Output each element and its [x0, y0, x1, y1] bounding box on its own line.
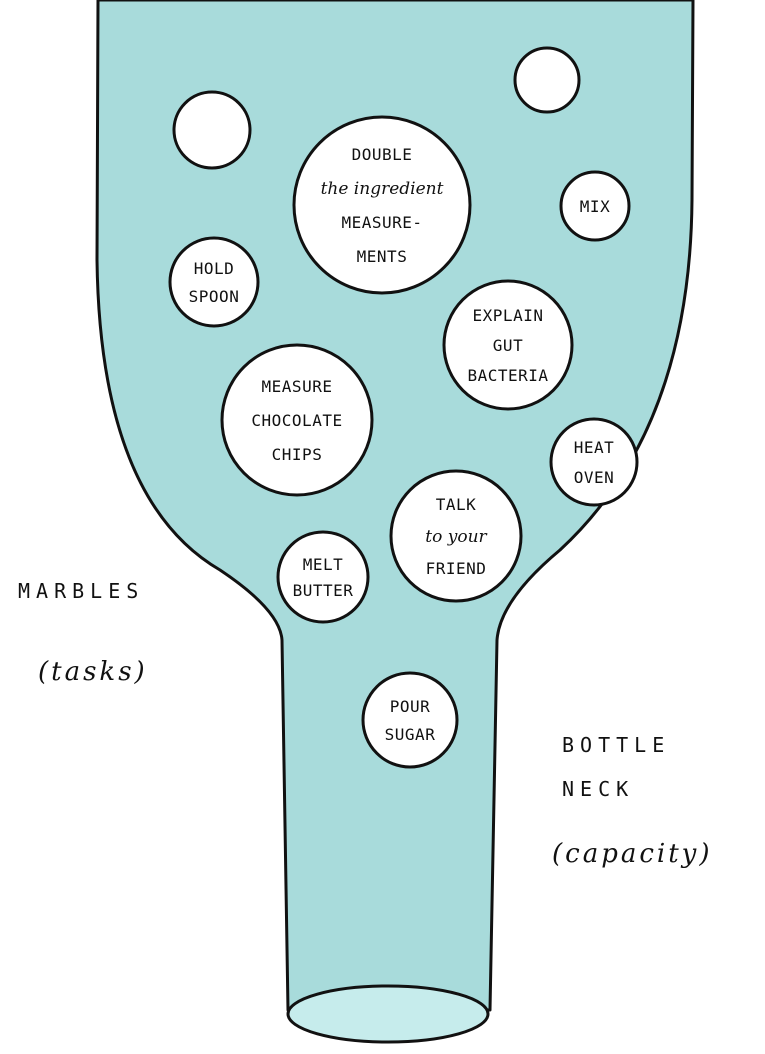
marble-circle	[292, 115, 472, 295]
marble-label-line: MEASURE	[262, 377, 333, 396]
marbles-subtitle-label: (tasks)	[38, 657, 148, 687]
marble-measure-chocolate-chips: MEASURE CHOCOLATE CHIPS	[220, 343, 374, 497]
marble-pour-sugar: POUR SUGAR	[361, 671, 459, 769]
marble-circle	[559, 170, 631, 242]
marble-hold-spoon: HOLD SPOON	[168, 236, 260, 328]
bottleneck-subtitle-label: (capacity)	[552, 839, 713, 869]
marble-label-line: SPOON	[189, 287, 240, 306]
marble-label-line: MENTS	[357, 247, 408, 266]
marble-label-line: TALK	[436, 495, 477, 514]
marble-circle	[220, 343, 374, 497]
marble-label-line: CHIPS	[272, 445, 323, 464]
marble-heat-oven: HEAT OVEN	[549, 417, 639, 507]
marble-label-line: the ingredient	[321, 179, 444, 199]
marble-label-line: GUT	[493, 336, 523, 355]
marble-label-line: POUR	[390, 697, 431, 716]
marble-label-line: BACTERIA	[467, 366, 548, 385]
marble-label-line: BUTTER	[293, 581, 354, 600]
marble-label-line: HEAT	[574, 438, 615, 457]
marble-label-line: MEASURE-	[341, 213, 422, 232]
marble-melt-butter: MELT BUTTER	[276, 530, 370, 624]
marble-empty-1	[172, 90, 252, 170]
marble-circle	[389, 469, 523, 603]
marble-circle	[172, 90, 252, 170]
marble-label-line: EXPLAIN	[473, 306, 544, 325]
marble-mix: MIX	[559, 170, 631, 242]
marble-circle	[549, 417, 639, 507]
bottleneck-title-label-2: NECK	[562, 777, 634, 801]
marble-label-line: CHOCOLATE	[251, 411, 342, 430]
marble-label-line: HOLD	[194, 259, 235, 278]
marbles-title-label: MARBLES	[18, 579, 144, 603]
marble-label-line: MIX	[580, 197, 610, 216]
marble-circle	[361, 671, 459, 769]
bottle-mouth-ellipse	[286, 984, 490, 1044]
marble-circle	[442, 279, 574, 411]
marble-label-line: SUGAR	[385, 725, 436, 744]
marble-label-line: FRIEND	[426, 559, 487, 578]
marble-circle	[168, 236, 260, 328]
marble-circle	[276, 530, 370, 624]
marble-explain-gut-bacteria: EXPLAIN GUT BACTERIA	[442, 279, 574, 411]
marble-circle	[513, 46, 581, 114]
marble-empty-2	[513, 46, 581, 114]
marble-label-line: OVEN	[574, 468, 615, 487]
marble-label-line: to your	[425, 527, 487, 547]
bottleneck-title-label-1: BOTTLE	[562, 733, 670, 757]
marble-label-line: MELT	[303, 555, 344, 574]
marble-label-line: DOUBLE	[352, 145, 413, 164]
